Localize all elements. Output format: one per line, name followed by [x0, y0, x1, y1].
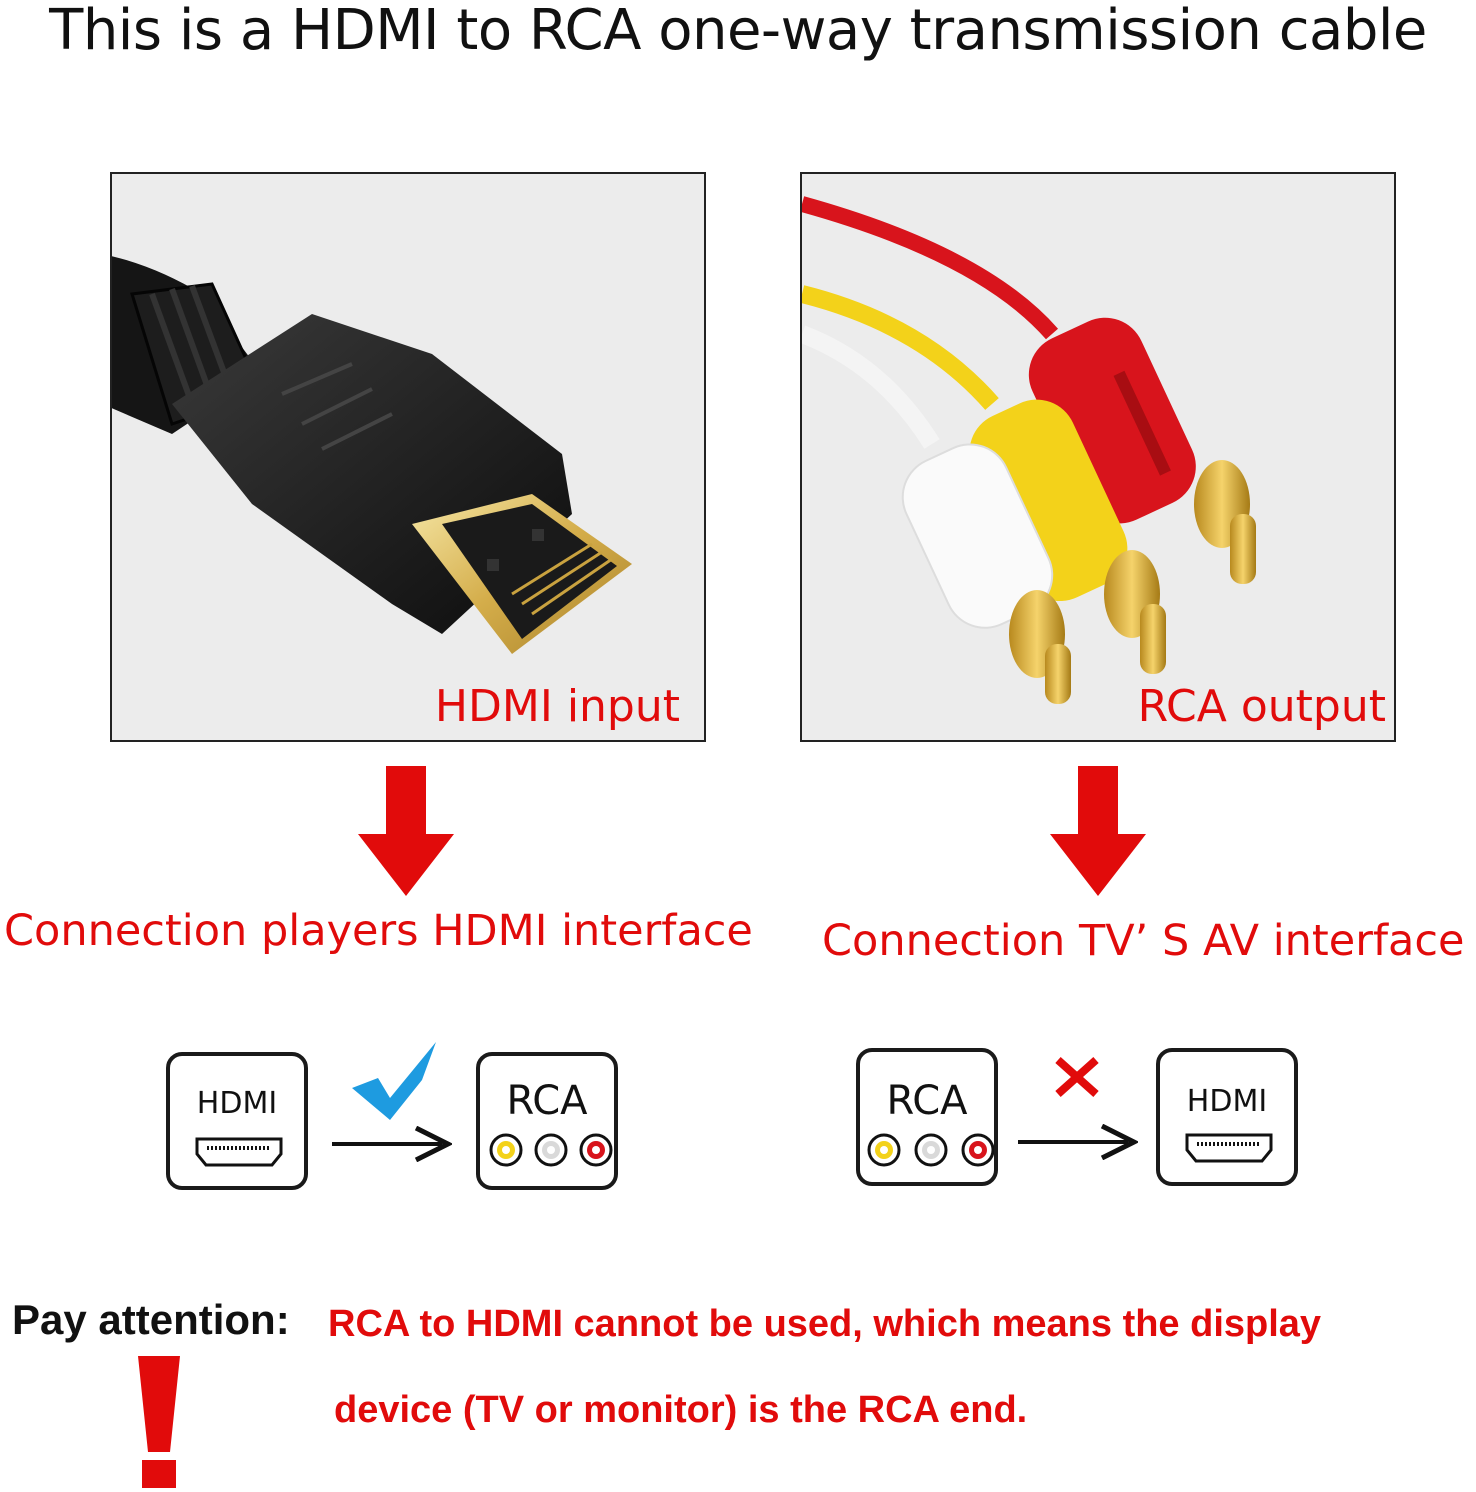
rca-port-box: RCA [476, 1052, 618, 1190]
hdmi-port-label: HDMI [1186, 1084, 1268, 1119]
hdmi-plug-illustration [112, 256, 632, 654]
page-title: This is a HDMI to RCA one-way transmissi… [49, 0, 1427, 63]
down-arrow-icon [1050, 766, 1146, 896]
left-connection-label: Connection players HDMI interface [4, 906, 753, 956]
rca-jacks-icon [867, 1133, 994, 1167]
rca-connector-photo: RCA output [800, 172, 1396, 742]
rca-port-label: RCA [886, 1078, 968, 1124]
check-icon [352, 1042, 436, 1120]
notice-line-2: device (TV or monitor) is the RCA end. [334, 1389, 1028, 1431]
hdmi-port-box: HDMI [1156, 1048, 1298, 1186]
hdmi-port-icon [195, 1137, 283, 1167]
hdmi-input-label: HDMI input [434, 681, 680, 732]
rca-port-label: RCA [506, 1078, 588, 1124]
down-arrow-icon [358, 766, 454, 896]
exclamation-icon [138, 1356, 180, 1488]
cross-icon [1055, 1057, 1099, 1097]
rca-port-box: RCA [856, 1048, 998, 1186]
hdmi-port-icon [1185, 1133, 1273, 1163]
right-arrow-icon [332, 1126, 452, 1162]
rca-plugs-illustration [802, 196, 1256, 704]
notice-heading: Pay attention: [12, 1296, 290, 1343]
notice-line-1: RCA to HDMI cannot be used, which means … [328, 1303, 1322, 1345]
hdmi-port-box: HDMI [166, 1052, 308, 1190]
hdmi-connector-photo: HDMI input [110, 172, 706, 742]
rca-jacks-icon [489, 1133, 613, 1167]
right-arrow-icon [1018, 1124, 1138, 1160]
hdmi-port-label: HDMI [196, 1086, 278, 1121]
right-connection-label: Connection TV’ S AV interface [822, 916, 1465, 966]
rca-output-label: RCA output [1137, 681, 1386, 732]
